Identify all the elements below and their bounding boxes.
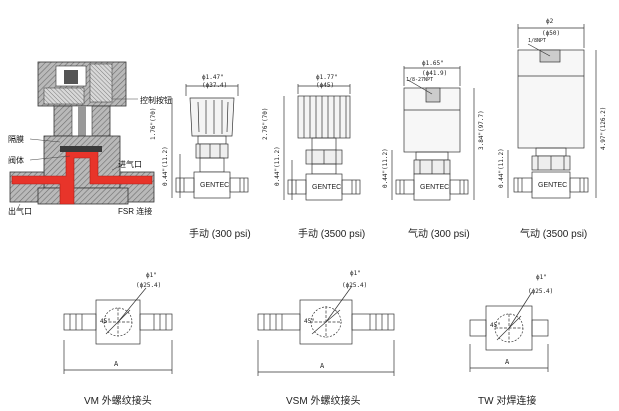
vm-connection-drawing	[63, 287, 173, 374]
valve-3-caption: 气动 (300 psi)	[408, 229, 470, 240]
label-handle: 控制按钮	[140, 96, 172, 105]
vm-dim-dia: ϕ1"	[146, 272, 157, 279]
tw-dim-len: A	[505, 358, 510, 366]
valve-2-dim-top2: (ϕ45)	[316, 82, 335, 89]
valve-1-caption: 手动 (300 psi)	[189, 229, 251, 240]
label-body-model: FSR 连接	[118, 207, 153, 216]
vm-dim-dia2: (ϕ25.4)	[136, 282, 162, 289]
valve-4-dim-port: 1/8NPT	[528, 38, 547, 44]
label-stem: 阀体	[8, 156, 24, 165]
label-outlet: 出气口	[8, 207, 32, 216]
valve-2-dim-top: ϕ1.77"	[316, 74, 338, 81]
label-inlet: 进气口	[118, 160, 142, 169]
valve-1-dim-top: ϕ1.47"	[202, 74, 224, 81]
valve-3-brand: GENTEC	[420, 184, 450, 191]
vm-caption: VM 外螺纹接头	[84, 396, 152, 407]
tw-dim-dia2: (ϕ25.4)	[528, 288, 554, 295]
valve-4-dim-top: ϕ2	[546, 18, 554, 25]
tw-caption: TW 对焊连接	[478, 396, 537, 407]
valve-3-drawing	[391, 66, 475, 201]
vsm-dim-len: A	[320, 362, 325, 370]
valve-4-drawing	[507, 24, 597, 199]
valve-3-dim-top2: (ϕ41.9)	[422, 70, 448, 77]
tw-angle: 45°	[490, 322, 501, 329]
valve-1-brand: GENTEC	[200, 182, 230, 189]
vsm-caption: VSM 外螺纹接头	[286, 396, 361, 407]
vsm-connection-drawing	[257, 285, 395, 376]
valve-4-dim-top2: (ϕ50)	[542, 30, 561, 37]
vsm-angle: 45°	[304, 318, 315, 325]
valve-3-dim-port: 1/8-27NPT	[406, 77, 434, 83]
label-diaphragm: 隔膜	[8, 135, 24, 144]
vm-angle: 45°	[100, 318, 111, 325]
valve-2-caption: 手动 (3500 psi)	[298, 229, 366, 240]
valve-2-drawing	[283, 84, 361, 201]
vsm-dim-dia2: (ϕ25.4)	[342, 282, 368, 289]
tw-connection-drawing	[469, 291, 549, 372]
vsm-dim-dia: ϕ1"	[350, 270, 361, 277]
valve-4-caption: 气动 (3500 psi)	[520, 229, 588, 240]
valve-body	[9, 135, 155, 205]
valve-1-dim-top2: (ϕ37.4)	[202, 82, 228, 89]
valve-1-drawing	[171, 84, 249, 199]
vm-dim-len: A	[114, 360, 119, 368]
handle-cap	[37, 61, 127, 107]
valve-2-brand: GENTEC	[312, 184, 342, 191]
tw-dim-dia: ϕ1"	[536, 274, 547, 281]
valve-4-brand: GENTEC	[538, 182, 568, 189]
valve-3-dim-top: ϕ1.65"	[422, 60, 444, 67]
